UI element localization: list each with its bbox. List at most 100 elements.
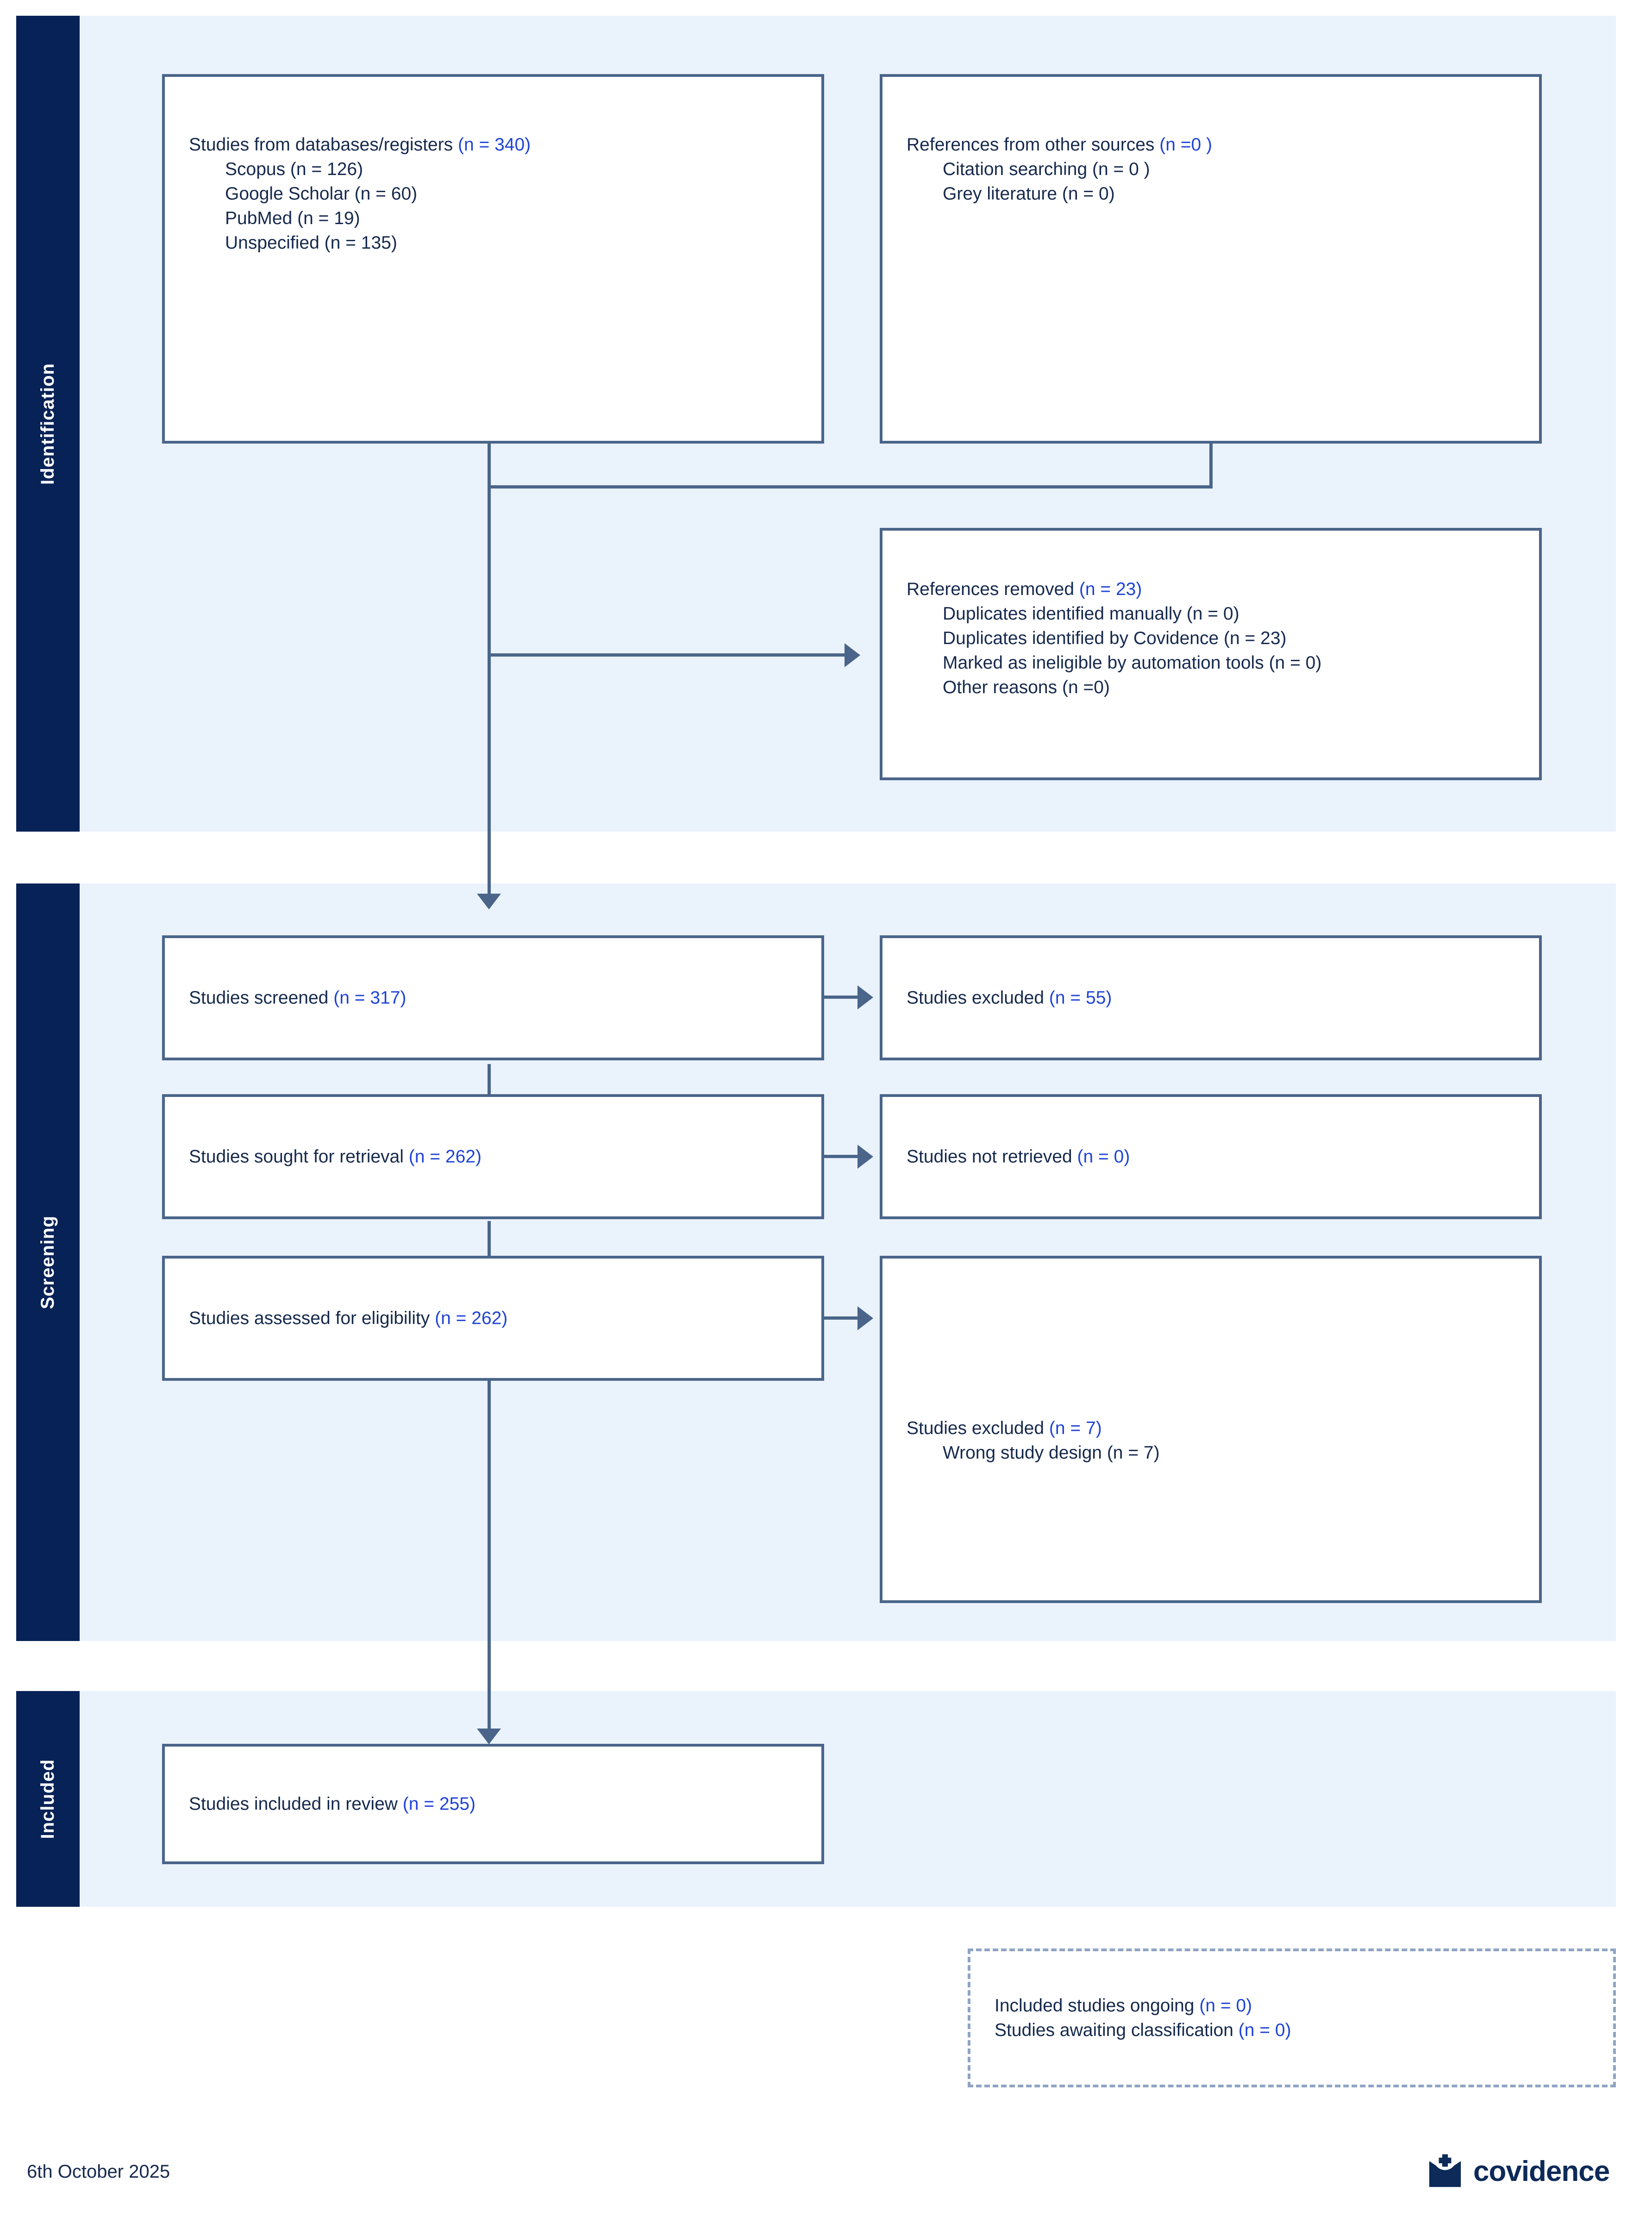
connector-merge-horizontal [488,485,1213,489]
removed-label-automation-tools: Marked as ineligible by automation tools [943,653,1269,673]
list-item: Google Scholar (n = 60) [189,182,807,206]
box-databases-title: Studies from databases/registers (n = 34… [189,132,807,157]
connector-databases-down [488,442,491,489]
excluded-label-wrong-study-design: Wrong study design [943,1443,1107,1463]
box-references-removed: References removed (n = 23) Duplicates i… [880,528,1542,780]
removed-count-duplicates-covidence: (n = 23) [1224,628,1287,649]
box-screened-excluded-title-text: Studies excluded [907,988,1049,1008]
box-screened-excluded-content: Studies excluded (n = 55) [907,985,1525,1010]
box-screened-excluded-title: Studies excluded (n = 55) [907,985,1525,1010]
box-eligibility-content: Studies assessed for eligibility (n = 26… [189,1306,807,1330]
box-databases-title-count: (n = 340) [457,135,531,155]
box-studies-excluded-screening: Studies excluded (n = 55) [880,935,1542,1060]
arrow-into-screened [477,894,501,909]
list-item: Studies awaiting classification (n = 0) [995,2018,1599,2042]
ongoing-label-included-ongoing: Included studies ongoing [995,1995,1200,2016]
source-count-scopus: (n = 126) [290,159,363,180]
box-eligibility-excluded-title-count: (n = 7) [1049,1418,1102,1438]
removed-label-duplicates-manual: Duplicates identified manually [943,604,1187,624]
box-included-title-text: Studies included in review [189,1794,403,1814]
box-ongoing-awaiting-classification: Included studies ongoing (n = 0) Studies… [968,1948,1616,2087]
list-item: PubMed (n = 19) [189,206,807,231]
box-sought-title-count: (n = 262) [408,1146,482,1167]
source-count-grey-literature: (n = 0) [1062,184,1115,204]
connector-eligibility-to-included [488,1378,491,1739]
box-eligibility-title-text: Studies assessed for eligibility [189,1308,435,1328]
removed-count-other-reasons: (n =0) [1062,677,1110,698]
ongoing-count-awaiting-classification: (n = 0) [1238,2020,1291,2040]
box-not-retrieved-title-count: (n = 0) [1077,1146,1130,1167]
box-removed-content: References removed (n = 23) Duplicates i… [907,577,1525,700]
footer-date: 6th October 2025 [27,2161,170,2182]
connector-sought-to-not-retrieved [824,1155,861,1158]
list-item: Marked as ineligible by automation tools… [907,651,1525,675]
stage-bar-included: Included [16,1691,80,1907]
connector-other-sources-down [1209,442,1213,489]
arrow-into-included [477,1729,501,1744]
box-ongoing-content: Included studies ongoing (n = 0) Studies… [995,1993,1599,2042]
box-sought-title: Studies sought for retrieval (n = 262) [189,1144,807,1169]
ongoing-count-included-ongoing: (n = 0) [1199,1995,1252,2016]
box-databases-title-text: Studies from databases/registers [189,135,458,155]
covidence-book-icon [1427,2153,1463,2189]
list-item: Wrong study design (n = 7) [907,1441,1525,1465]
connector-main-trunk [488,485,491,904]
source-count-unspecified: (n = 135) [324,233,397,253]
box-removed-title-text: References removed [907,579,1079,599]
arrow-into-screened-excluded [857,985,873,1009]
source-label-scopus: Scopus [225,159,290,180]
box-screened-title: Studies screened (n = 317) [189,985,807,1010]
box-included-title-count: (n = 255) [402,1794,476,1814]
box-not-retrieved-content: Studies not retrieved (n = 0) [907,1144,1525,1169]
stage-label-screening: Screening [38,1215,58,1309]
connector-sought-to-eligibility [488,1221,491,1275]
removed-label-other-reasons: Other reasons [943,677,1062,698]
list-item: Unspecified (n = 135) [189,231,807,255]
box-screened-title-text: Studies screened [189,988,334,1008]
box-studies-assessed-for-eligibility: Studies assessed for eligibility (n = 26… [162,1256,824,1381]
list-item: Duplicates identified manually (n = 0) [907,601,1525,626]
removed-count-duplicates-manual: (n = 0) [1186,604,1239,624]
stage-label-identification: Identification [38,363,58,485]
source-count-pubmed: (n = 19) [297,208,360,229]
removed-count-automation-tools: (n = 0) [1269,653,1322,673]
source-count-citation-searching: (n = 0 ) [1092,159,1150,180]
source-label-google-scholar: Google Scholar [225,184,355,204]
stage-bar-identification: Identification [16,16,80,832]
connector-to-removed [488,653,849,657]
source-label-citation-searching: Citation searching [943,159,1093,180]
list-item: Scopus (n = 126) [189,157,807,182]
box-eligibility-excluded-title: Studies excluded (n = 7) [907,1416,1525,1441]
box-screened-title-count: (n = 317) [333,988,407,1008]
connector-eligibility-to-excluded [824,1316,861,1320]
box-databases-content: Studies from databases/registers (n = 34… [189,132,807,255]
covidence-logo: covidence [1427,2153,1610,2189]
box-other-sources-title-text: References from other sources [907,135,1160,155]
box-other-sources-content: References from other sources (n =0 ) Ci… [907,132,1525,206]
box-studies-sought-for-retrieval: Studies sought for retrieval (n = 262) [162,1094,824,1219]
box-included-content: Studies included in review (n = 255) [189,1792,807,1816]
covidence-wordmark: covidence [1473,2155,1610,2187]
stage-bar-screening: Screening [16,883,80,1641]
box-screened-excluded-title-count: (n = 55) [1049,988,1112,1008]
source-label-unspecified: Unspecified [225,233,325,253]
connector-screened-to-sought [488,1064,491,1118]
box-not-retrieved-title-text: Studies not retrieved [907,1146,1077,1167]
list-item: Duplicates identified by Covidence (n = … [907,626,1525,651]
box-removed-title-count: (n = 23) [1079,579,1142,599]
source-count-google-scholar: (n = 60) [354,184,418,204]
box-screened-content: Studies screened (n = 317) [189,985,807,1010]
list-item: Other reasons (n =0) [907,675,1525,700]
box-studies-screened: Studies screened (n = 317) [162,935,824,1060]
list-item: Citation searching (n = 0 ) [907,157,1525,182]
removed-label-duplicates-covidence: Duplicates identified by Covidence [943,628,1224,649]
connector-screened-to-excluded [824,996,861,999]
ongoing-label-awaiting-classification: Studies awaiting classification [995,2020,1239,2040]
source-label-grey-literature: Grey literature [943,184,1062,204]
box-other-sources-title-count: (n =0 ) [1159,135,1213,155]
box-studies-not-retrieved: Studies not retrieved (n = 0) [880,1094,1542,1219]
box-studies-included-in-review: Studies included in review (n = 255) [162,1744,824,1864]
arrow-into-removed [845,643,860,667]
box-eligibility-title: Studies assessed for eligibility (n = 26… [189,1306,807,1330]
